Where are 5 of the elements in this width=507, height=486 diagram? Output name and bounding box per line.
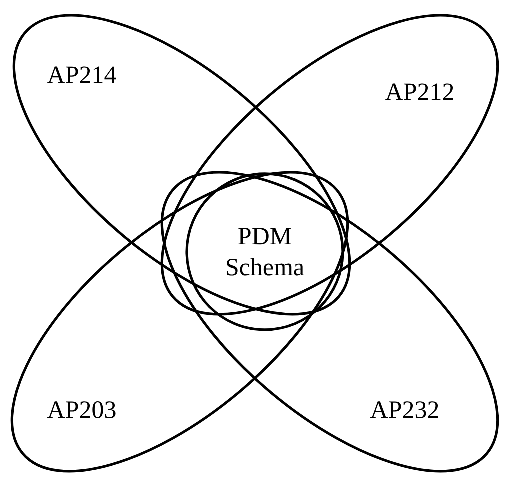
- region-label: AP214: [48, 66, 116, 84]
- region-label: AP212: [386, 84, 454, 100]
- region-label: AP203: [48, 402, 116, 418]
- region-label: PDM Schema: [227, 228, 304, 276]
- region-label: AP232: [370, 402, 438, 418]
